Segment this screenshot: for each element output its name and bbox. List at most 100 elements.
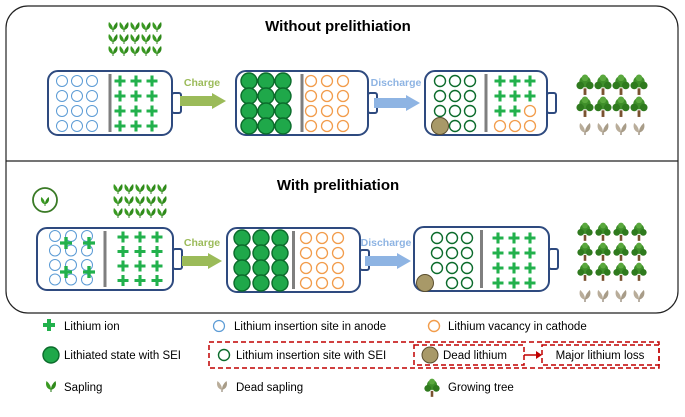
legend-label: Growing tree (448, 382, 514, 394)
lithiated-sei (240, 102, 258, 120)
cathode-vacancy (320, 74, 334, 88)
anode-site (49, 230, 61, 242)
lithiated-sei (252, 274, 270, 292)
sei-insertion-site (430, 246, 444, 260)
anode-site (65, 244, 77, 257)
lithium-ion-icon (117, 246, 129, 257)
sei-insertion-site (433, 74, 447, 88)
cathode-vacancy (331, 246, 345, 260)
anode-site (56, 90, 68, 102)
lithium-ion-icon (134, 231, 146, 243)
cathode-vacancy (336, 119, 350, 133)
anode-site (56, 120, 68, 132)
discharge-arrow (365, 253, 411, 269)
lithium-ion-icon (117, 260, 129, 272)
lithiated-sei (252, 259, 270, 277)
cathode-vacancy (493, 119, 507, 133)
anode-site (56, 75, 68, 87)
dead-lithium-highlight-box (208, 341, 660, 369)
anode-site (86, 75, 98, 87)
lithiated-sei (233, 274, 251, 292)
lithiated-sei (274, 102, 292, 120)
legend-label: Sapling (64, 382, 102, 394)
sei-insertion-site (463, 104, 477, 118)
sei-insertion-site (463, 89, 477, 103)
sei-insertion-site (433, 89, 447, 103)
anode-site (56, 105, 68, 117)
lithiated-sei (240, 72, 258, 90)
lithium-ion-icon (130, 75, 142, 87)
lithium-ion-icon (114, 75, 126, 87)
anode-site (49, 259, 61, 271)
loss-arrow (524, 351, 542, 359)
lithium-ion-icon (492, 232, 504, 244)
lithium-ion-icon (509, 75, 521, 87)
anode-site (71, 105, 83, 117)
anode-site (71, 75, 83, 87)
lithium-ion-icon (146, 120, 158, 132)
lithium-ion-icon (508, 262, 520, 274)
lithiated-sei (271, 229, 289, 247)
legend-item-cathode-vacancy: Lithium vacancy in cathode (427, 319, 587, 333)
battery-terminal (546, 92, 557, 114)
legend-item-lithiated-sei: Lithiated state with SEI (42, 346, 181, 364)
lithiated-sei (257, 72, 275, 90)
major-loss-box (541, 344, 660, 366)
anode-site (71, 90, 83, 102)
discharge-label: Discharge (371, 77, 422, 89)
anode-site (86, 90, 98, 102)
lithium-ion-icon (492, 277, 504, 289)
legend-label: Lithium ion (64, 321, 120, 333)
lithium-ion-icon (114, 105, 126, 117)
charge-arrow (182, 253, 222, 269)
lithium-ion-icon (494, 90, 506, 102)
lithiated-sei (257, 87, 275, 105)
legend-label: Dead lithium (443, 350, 507, 362)
cathode-vacancy (299, 276, 313, 290)
lithium-ion-icon (524, 232, 536, 244)
legend-item-sapling: Sapling (45, 380, 102, 394)
lithiated-sei (252, 244, 270, 262)
anode-site (86, 105, 98, 117)
major-loss-label: Major lithium loss (556, 350, 645, 362)
cathode-vacancy (336, 89, 350, 103)
battery (424, 70, 557, 136)
lithium-ion-icon (524, 277, 536, 289)
lithium-ion-icon (146, 75, 158, 87)
cathode-vacancy (331, 276, 345, 290)
sei-insertion-site (460, 261, 474, 275)
cathode-vacancy (336, 104, 350, 118)
lithium-ion-icon (134, 275, 146, 286)
lithium-ion-icon (508, 277, 520, 289)
lithium-ion-icon (509, 90, 521, 102)
lithium-ion-icon (60, 266, 72, 278)
cathode-vacancy (331, 261, 345, 275)
lithium-ion-icon (492, 247, 504, 259)
dead-lithium (431, 117, 449, 135)
lithium-ion-icon (43, 319, 55, 331)
lithium-ion-icon (524, 262, 536, 274)
sei-insertion-site (460, 231, 474, 245)
battery-terminal (171, 92, 182, 114)
process-arrows: Charge Discharge Charge Discharge (180, 77, 422, 269)
lithiated-sei (233, 229, 251, 247)
cathode-vacancy (299, 231, 313, 245)
cathode-vacancy (320, 119, 334, 133)
lithium-ion-icon (130, 120, 142, 132)
sei-insertion-site (430, 231, 444, 245)
lithium-ion-icon (83, 266, 95, 278)
lithium-ion-icon (134, 260, 146, 272)
lithium-ion-icon (524, 247, 536, 259)
cathode-vacancy (336, 74, 350, 88)
sei-insertion-site (460, 276, 474, 290)
lithium-ion-icon (117, 275, 129, 286)
lithiated-sei (240, 87, 258, 105)
anode-site (71, 120, 83, 132)
legend-item-dead-sapling: Dead sapling (216, 380, 303, 394)
lithiated-sei (271, 259, 289, 277)
sei-insertion-site (445, 276, 459, 290)
sei-insertion-site (445, 231, 459, 245)
cathode-vacancy (320, 104, 334, 118)
cathode-vacancy (523, 119, 537, 133)
lithium-ion-icon (508, 232, 520, 244)
